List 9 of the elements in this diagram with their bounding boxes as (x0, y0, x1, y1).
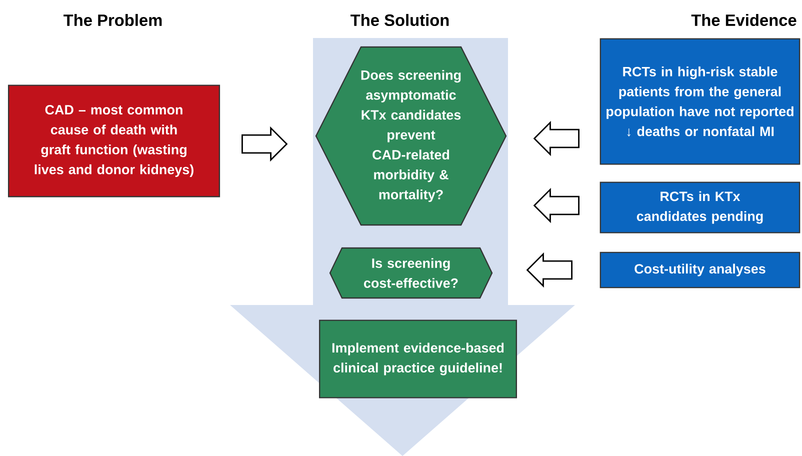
text-box: Cost-utility analyses (600, 252, 800, 288)
text-box: RCTs in high-risk stable patients from the general population have not reported ↓ deaths or nonfatal MI (600, 38, 800, 165)
text-box: RCTs in KTx candidates pending (600, 182, 800, 234)
text-box: Implement evidence-based clinical practice guideline! (319, 320, 517, 398)
column-heading: The Solution (350, 14, 449, 26)
column-heading: The Problem (64, 14, 162, 26)
hexagon: Is screening cost-effective? (329, 247, 493, 299)
text-box: CAD – most common cause of death with graft function (wasting lives and donor kidneys) (8, 84, 220, 198)
hexagon: Does screening asymptomatic KTx candidates prevent CAD-related morbidity & mortality? (315, 46, 507, 226)
